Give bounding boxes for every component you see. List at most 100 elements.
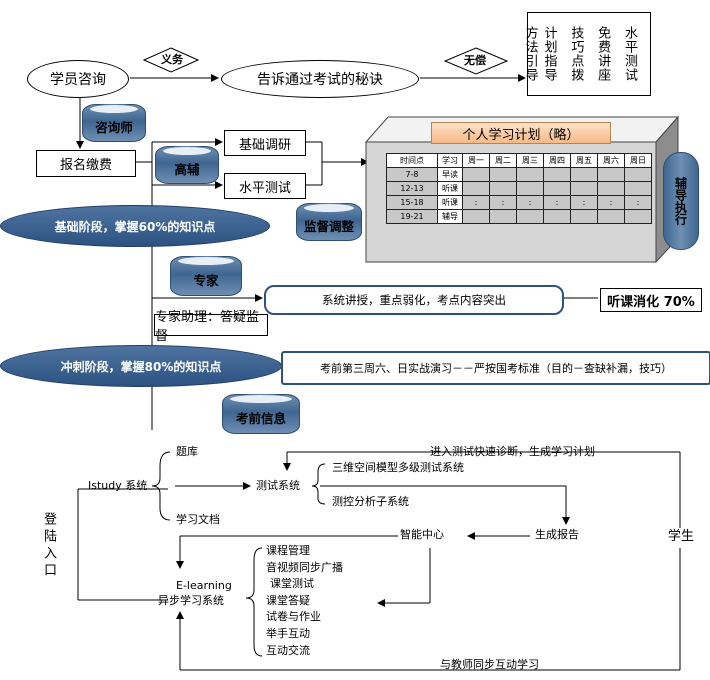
- plan-cell: [570, 209, 598, 224]
- question-bank-label: 题库: [176, 445, 198, 458]
- expert-cylinder: 专家: [170, 256, 242, 296]
- phase-basic-ellipse: 基础阶段，掌握60%的知识点: [0, 205, 270, 247]
- plan-cell: [624, 167, 652, 182]
- plan-cell: :: [624, 195, 652, 210]
- plan-cell: :: [462, 195, 490, 210]
- free-service-3: 技巧点拨: [568, 26, 584, 82]
- plan-cell: [570, 181, 598, 196]
- plan-time: 12-13: [386, 181, 438, 196]
- module-6: 举手互动: [266, 627, 310, 640]
- plan-cell: [570, 167, 598, 182]
- plan-time: 19-21: [386, 209, 438, 224]
- pre-exam-drill-box: 考前第三周六、日实战演习－－严按国考标准（目的－查缺补漏，技巧）: [281, 351, 710, 385]
- smart-center-label: 智能中心: [400, 528, 444, 541]
- plan-cell: [624, 181, 652, 196]
- student-label: 学生: [668, 529, 695, 544]
- supervise-adjust-cylinder: 监督调整: [296, 203, 362, 241]
- tutor-cylinder: 高辅: [155, 146, 219, 184]
- register-pay-box: 报名缴费: [36, 150, 136, 177]
- analysis-sub-label: 测控分析子系统: [332, 495, 409, 508]
- plan-header-cell: 时间点: [386, 153, 438, 168]
- login-label: 登陆入口: [41, 512, 56, 580]
- plan-type: 听课: [437, 181, 463, 196]
- plan-row: 12-13 听课: [386, 181, 652, 196]
- plan-cell: [543, 167, 571, 182]
- plan-header-cell: 周二: [489, 153, 517, 168]
- plan-cell: [597, 209, 625, 224]
- test-system-label: 测试系统: [256, 479, 300, 492]
- expert-assist-box: 专家助理：答疑监督: [154, 310, 268, 344]
- plan-type: 听课: [437, 195, 463, 210]
- plan-cell: [543, 181, 571, 196]
- gen-report-label: 生成报告: [535, 528, 579, 541]
- plan-cell: [543, 209, 571, 224]
- plan-cell: :: [570, 195, 598, 210]
- module-3: 课堂测试: [270, 577, 314, 590]
- plan-type: 早读: [437, 167, 463, 182]
- elearning-label: E-learning: [176, 579, 232, 592]
- plan-time: 7-8: [386, 167, 438, 182]
- plan-cell: [489, 181, 517, 196]
- free-services-box: 方法引导 计划指导 技巧点拨 免费讲座 水平测试: [523, 12, 651, 96]
- plan-header-row: 时间点 学习 周一 周二 周三 周四 周五 周六 周日: [386, 153, 652, 168]
- quick-diag-label: 进入测试快速诊断，生成学习计划: [430, 445, 595, 458]
- free-service-5: 方法引导: [522, 26, 538, 82]
- pre-exam-info-cylinder: 考前信息: [222, 394, 300, 434]
- plan-cell: [624, 209, 652, 224]
- plan-cell: [516, 209, 544, 224]
- module-1: 课程管理: [266, 544, 310, 557]
- module-5: 试卷与作业: [266, 610, 321, 623]
- free-label: 无偿: [464, 54, 486, 67]
- plan-type: 辅导: [437, 209, 463, 224]
- plan-time: 15-18: [386, 195, 438, 210]
- plan-cell: [462, 167, 490, 182]
- plan-cell: [516, 181, 544, 196]
- free-service-1: 水平测试: [622, 26, 637, 82]
- plan-header-cell: 学习: [437, 153, 463, 168]
- plan-cell: [597, 181, 625, 196]
- duty-diamond: 义务: [143, 47, 199, 73]
- plan-cell: [516, 167, 544, 182]
- plan-row: 19-21 辅导: [386, 209, 652, 224]
- tell-secret-node: 告诉通过考试的秘诀: [221, 60, 419, 98]
- plan-table: 时间点 学习 周一 周二 周三 周四 周五 周六 周日 7-8 早读 12-13…: [386, 153, 652, 224]
- plan-cell: :: [543, 195, 571, 210]
- module-4: 课堂答疑: [266, 594, 310, 607]
- duty-label: 义务: [161, 53, 183, 66]
- plan-cell: [462, 209, 490, 224]
- consultant-cylinder: 咨询师: [82, 104, 146, 142]
- plan-cell: [597, 167, 625, 182]
- plan-cell: :: [489, 195, 517, 210]
- model-3d-label: 三维空间模型多级测试系统: [332, 461, 464, 474]
- plan-header-cell: 周一: [462, 153, 490, 168]
- plan-header-cell: 周四: [543, 153, 571, 168]
- plan-header-cell: 周五: [570, 153, 598, 168]
- plan-cell: :: [516, 195, 544, 210]
- expert-lecture-box: 系统讲授，重点弱化，考点内容突出: [264, 285, 564, 315]
- assist-exec-pill: 辅导执行: [663, 152, 699, 250]
- plan-cell: [489, 209, 517, 224]
- student-consult-node: 学员咨询: [27, 60, 129, 98]
- plan-header-cell: 周六: [597, 153, 625, 168]
- plan-header-cell: 周三: [516, 153, 544, 168]
- plan-title: 个人学习计划（略）: [431, 122, 611, 144]
- basic-survey-box: 基础调研: [224, 130, 306, 156]
- plan-header-cell: 周日: [624, 153, 652, 168]
- free-service-2: 免费讲座: [595, 26, 611, 82]
- plan-cell: [489, 167, 517, 182]
- module-7: 互动交流: [266, 644, 310, 657]
- phase-sprint-ellipse: 冲刺阶段，掌握80%的知识点: [0, 345, 282, 387]
- plan-row: 15-18 听课 : : : : : : :: [386, 195, 652, 210]
- listen-digest-box: 听课消化 70%: [600, 288, 702, 312]
- istudy-label: Istudy 系统: [88, 479, 148, 492]
- sync-teacher-label: 与教师同步互动学习: [440, 658, 539, 671]
- free-diamond: 无偿: [444, 47, 508, 75]
- free-service-4: 计划指导: [541, 26, 557, 82]
- async-system-label: 异步学习系统: [158, 594, 224, 607]
- module-2: 音视频同步广播: [266, 561, 343, 574]
- plan-row: 7-8 早读: [386, 167, 652, 182]
- level-test-box: 水平测试: [224, 173, 306, 199]
- plan-cell: :: [597, 195, 625, 210]
- plan-cell: [462, 181, 490, 196]
